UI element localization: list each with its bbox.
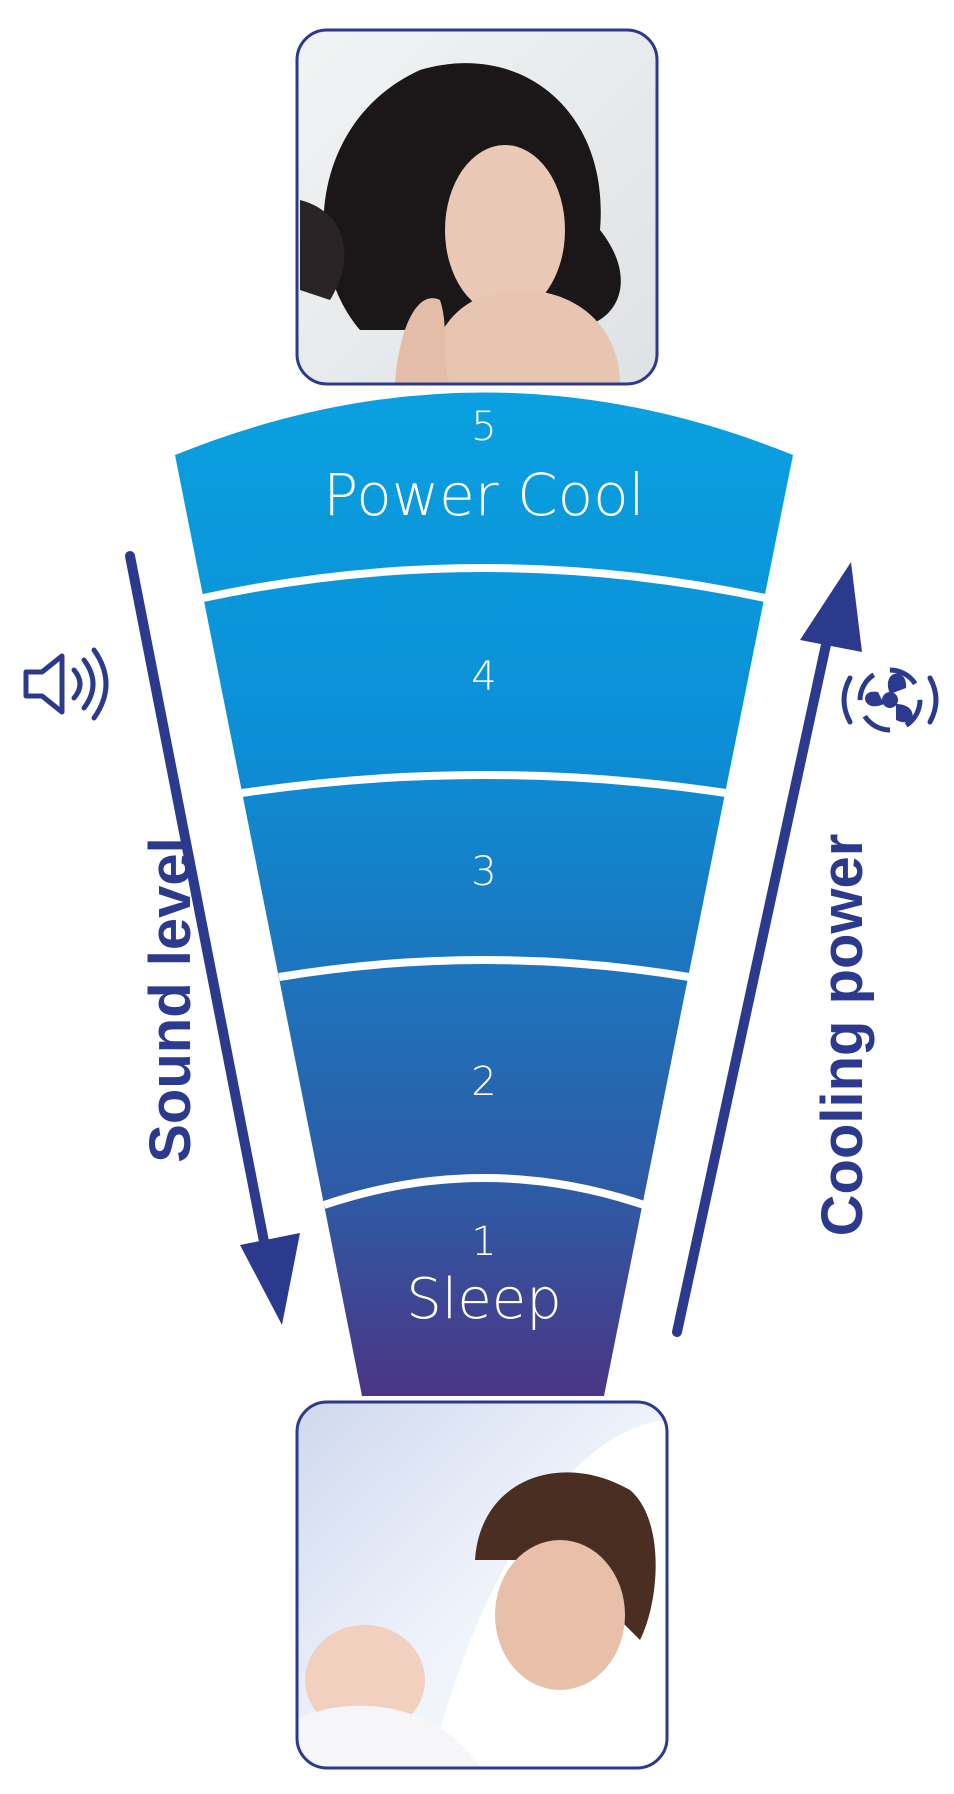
bottom-photo-mother-baby [295,1400,669,1770]
sound-level-arrow [125,551,300,1325]
cooling-power-label: Cooling power [810,834,875,1237]
top-photo-woman [295,28,659,386]
level-4-number: 4 [471,654,496,700]
fan-icon [841,667,939,733]
sound-level-label: Sound level [138,837,203,1163]
level-2-number: 2 [471,1059,496,1105]
level-3-number: 3 [471,849,496,895]
level-5-number: 5 [471,404,496,450]
level-funnel [175,392,793,1396]
level-separators [202,564,766,1209]
level-1-number: 1 [471,1219,496,1265]
speaker-icon [23,647,109,721]
cooling-power-arrow [672,562,862,1337]
level-5-label: Power Cool [323,461,644,529]
level-1-label: Sleep [406,1267,562,1332]
